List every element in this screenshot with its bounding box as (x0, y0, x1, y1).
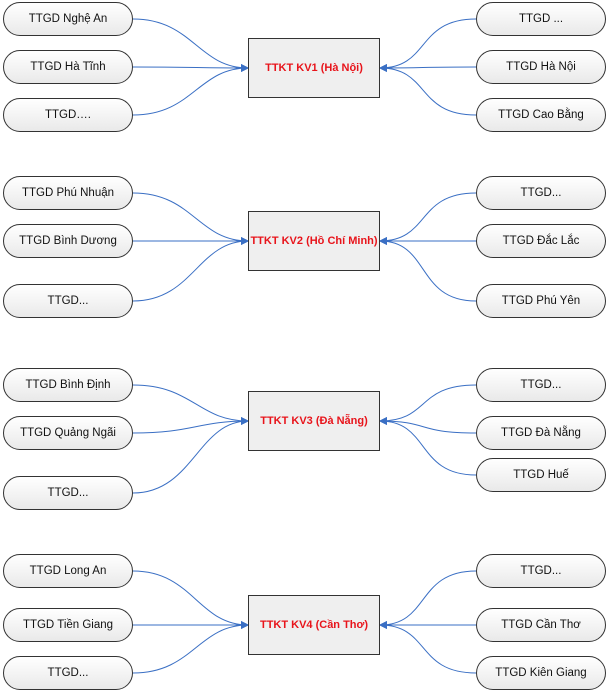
left-node: TTGD... (3, 656, 133, 690)
connector-left (132, 63, 249, 72)
connector-right (379, 192, 477, 245)
right-node: TTGD Đà Nẵng (476, 416, 606, 450)
connector-right (379, 621, 477, 674)
connector-right (379, 417, 477, 434)
connector-right (379, 18, 477, 72)
left-node: TTGD Quảng Ngãi (3, 416, 133, 450)
left-node: TTGD Bình Dương (3, 224, 133, 258)
connector-left (132, 192, 249, 245)
left-node: TTGD Tiền Giang (3, 608, 133, 642)
left-node: TTGD…. (3, 98, 133, 132)
right-node: TTGD... (476, 368, 606, 402)
left-node: TTGD... (3, 476, 133, 510)
left-node: TTGD Hà Tĩnh (3, 50, 133, 84)
connector-left (132, 570, 249, 629)
right-node: TTGD... (476, 176, 606, 210)
connector-right (379, 64, 477, 116)
left-node: TTGD Phú Nhuận (3, 176, 133, 210)
connector-left (132, 18, 249, 72)
left-node: TTGD... (3, 284, 133, 318)
connector-left (132, 384, 249, 425)
left-node: TTGD Bình Định (3, 368, 133, 402)
connector-right (379, 417, 477, 476)
connector-left (132, 621, 249, 674)
right-node: TTGD Kiên Giang (476, 656, 606, 690)
connector-left (132, 417, 249, 494)
connector-left (132, 237, 249, 302)
connector-right (379, 570, 477, 629)
connector-right (379, 237, 477, 302)
connector-left (132, 417, 249, 434)
right-node: TTGD Huế (476, 458, 606, 492)
right-node: TTGD Cao Bằng (476, 98, 606, 132)
right-node: TTGD ... (476, 2, 606, 36)
center-node-kv3: TTKT KV3 (Đà Nẵng) (248, 391, 380, 451)
right-node: TTGD Hà Nội (476, 50, 606, 84)
right-node: TTGD Phú Yên (476, 284, 606, 318)
right-node: TTGD Đắc Lắc (476, 224, 606, 258)
left-node: TTGD Nghệ An (3, 2, 133, 36)
center-node-kv2: TTKT KV2 (Hồ Chí Minh) (248, 211, 380, 271)
center-node-kv4: TTKT KV4 (Cần Thơ) (248, 595, 380, 655)
center-node-kv1: TTKT KV1 (Hà Nội) (248, 38, 380, 98)
connector-left (132, 64, 249, 116)
connector-right (379, 63, 477, 72)
right-node: TTGD Cần Thơ (476, 608, 606, 642)
connector-right (379, 384, 477, 425)
right-node: TTGD... (476, 554, 606, 588)
left-node: TTGD Long An (3, 554, 133, 588)
